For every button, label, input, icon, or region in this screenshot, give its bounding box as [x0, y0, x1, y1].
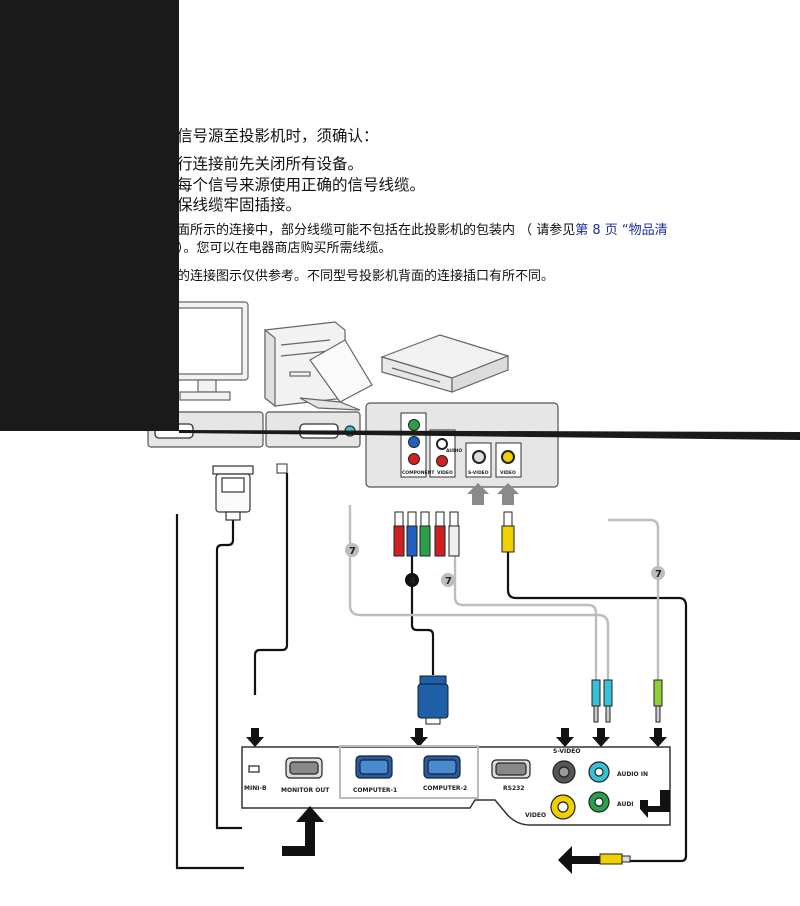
component-label: COMPONENT — [402, 470, 435, 476]
callout-badges — [345, 543, 665, 587]
callout-7-a: 7 — [349, 546, 356, 557]
gray-cables — [348, 505, 660, 680]
note-line-1-text: 面所示的连接中，部分线缆可能不包括在此投影机的包装内 （ 请参见 — [177, 223, 576, 238]
av-output-panel — [400, 412, 522, 478]
callout-4: 4 — [409, 576, 416, 587]
computer-ports-group — [339, 745, 479, 799]
computer1-label: COMPUTER-1 — [353, 787, 397, 794]
svideo-small-label: S-VIDEO — [468, 470, 489, 476]
rs232-label: RS232 — [503, 785, 524, 792]
video-label: VIDEO — [525, 812, 546, 819]
bold-arrows — [282, 790, 670, 874]
vga-connector-blue — [417, 675, 449, 725]
redacted-block — [0, 0, 179, 431]
disclaimer-text: 的连接图示仅供参考。不同型号投影机背面的连接插口有所不同。 — [177, 269, 555, 284]
instruction-item-3: 保线缆牢固插接。 — [177, 196, 302, 214]
vga-connector-monitor — [212, 465, 254, 521]
dark-cables — [175, 473, 688, 870]
audio-plugs — [591, 679, 663, 723]
instruction-item-2: 每个信号来源使用正确的信号线缆。 — [177, 176, 426, 194]
note-line-1: 面所示的连接中，部分线缆可能不包括在此投影机的包装内 （ 请参见第 8 页 “物… — [177, 219, 668, 238]
audio-small-label: AUDIO — [446, 448, 462, 454]
video-plug-bottom — [599, 853, 631, 865]
note-line-2: ）。您可以在电器商店购买所需线缆。 — [177, 241, 392, 256]
down-arrows — [246, 728, 667, 747]
small-connector — [276, 463, 288, 474]
video-small-label: VIDEO — [437, 470, 453, 476]
callout-7-b: 7 — [445, 576, 452, 587]
computer2-label: COMPUTER-2 — [423, 785, 467, 792]
page-8-link[interactable]: 第 8 页 “物品清 — [575, 223, 668, 238]
intro-text: 信号源至投影机时，须确认： — [177, 127, 379, 145]
projector-ports — [248, 755, 610, 820]
monitor-illustration — [169, 301, 249, 401]
input-arrows — [467, 483, 519, 505]
instruction-item-1: 行连接前先关闭所有设备。 — [177, 155, 364, 173]
audio-out-label: AUDI — [617, 801, 634, 808]
svideo-label: S-VIDEO — [553, 748, 580, 755]
audio-in-label: AUDIO IN — [617, 771, 648, 778]
rca-plugs — [393, 511, 515, 557]
video-player-illustration — [380, 334, 510, 393]
video-small-label-2: VIDEO — [500, 470, 516, 476]
overlay-bar — [179, 430, 800, 440]
computer-illustration — [264, 321, 373, 411]
projector-back-panel — [241, 746, 671, 826]
mini-b-label: MINI-B — [244, 785, 267, 792]
monitor-out-label: MONITOR OUT — [281, 787, 330, 794]
callout-7-c: 7 — [655, 569, 662, 580]
